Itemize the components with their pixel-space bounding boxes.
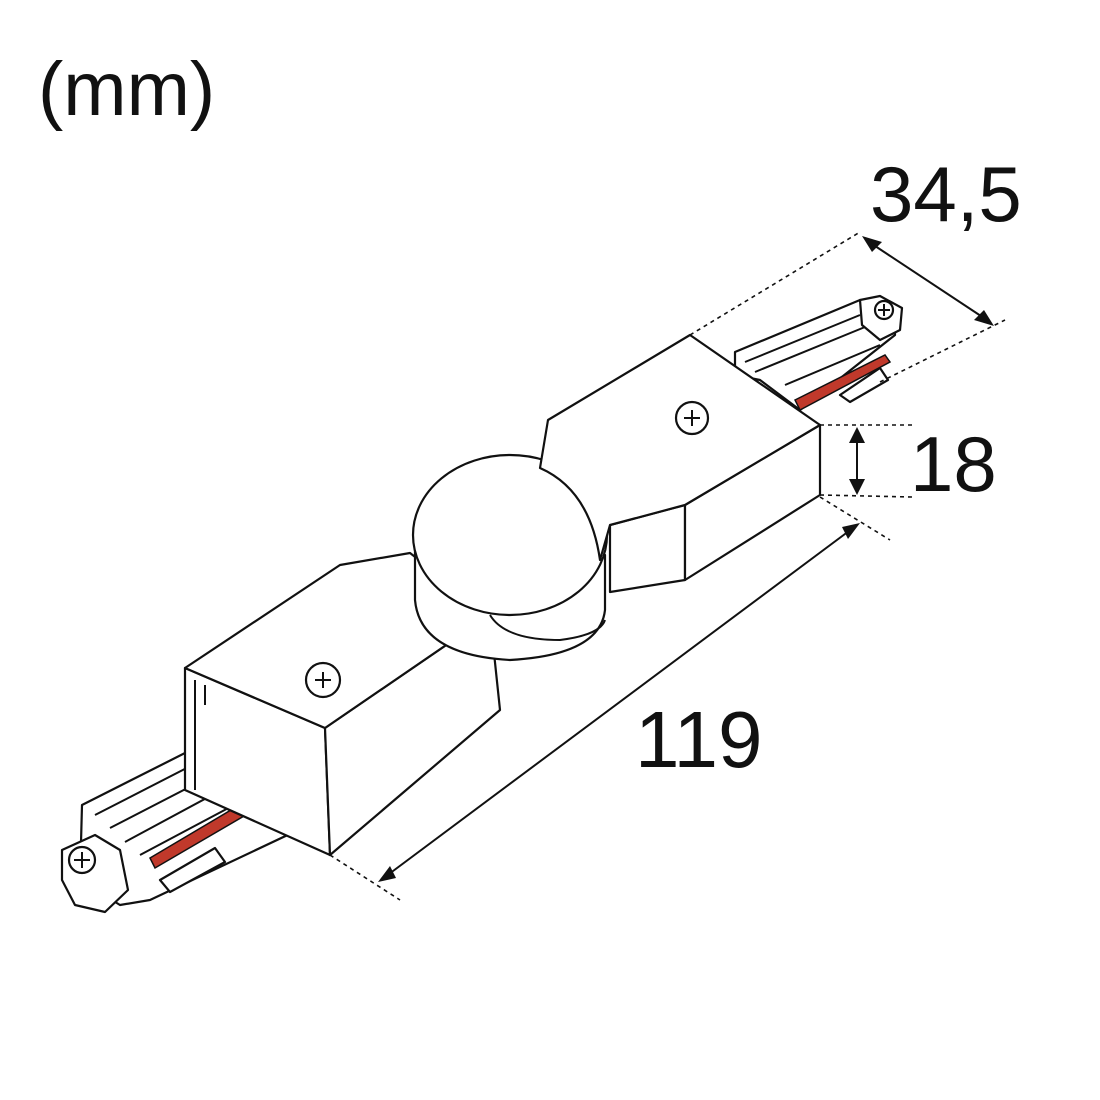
dimension-length: [329, 496, 891, 901]
right-housing: [538, 333, 822, 594]
dimension-width: [689, 231, 1006, 383]
dimension-height: [819, 424, 913, 498]
height-dimension-label: 18: [910, 420, 997, 508]
length-dimension-label: 119: [635, 695, 763, 784]
unit-label: (mm): [38, 47, 216, 132]
swivel-joint: [411, 453, 609, 662]
right-rail: [733, 294, 904, 412]
left-housing: [183, 551, 502, 857]
width-dimension-label: 34,5: [870, 150, 1022, 238]
